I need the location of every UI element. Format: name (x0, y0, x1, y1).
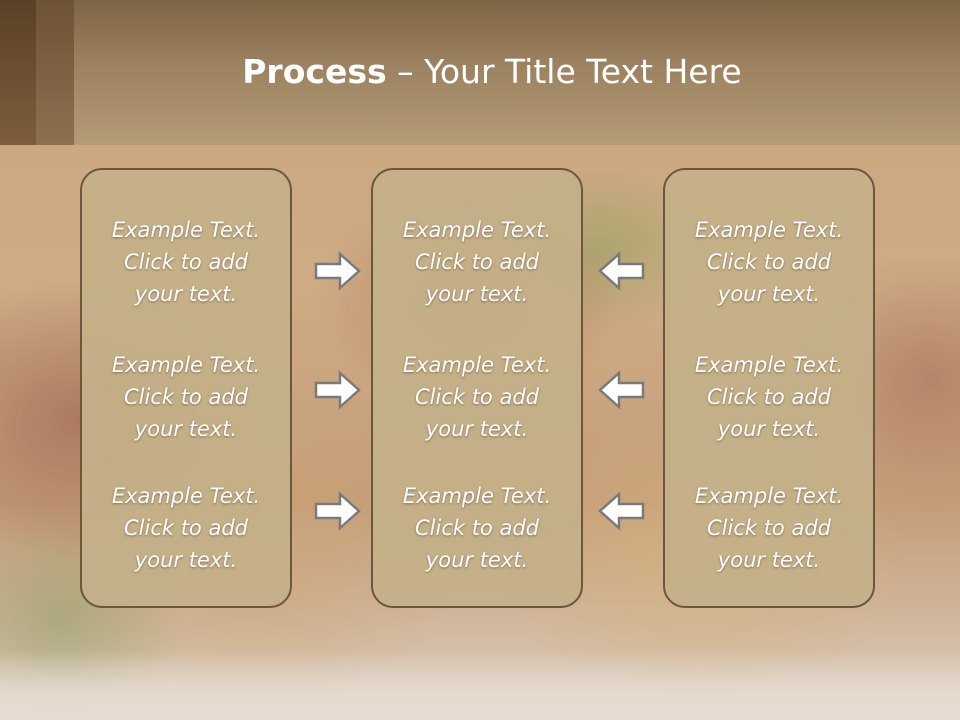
text-line: Click to add (706, 250, 831, 274)
process-box-right[interactable]: Example Text. Click to add your text. Ex… (663, 168, 875, 608)
arrow-left-icon[interactable] (597, 251, 645, 291)
text-line: your text. (425, 548, 529, 572)
arrow-right-icon[interactable] (314, 251, 362, 291)
header-accent-strip (36, 0, 74, 145)
text-line: Example Text. (694, 484, 844, 508)
arrow-right-icon[interactable] (314, 491, 362, 531)
text-block[interactable]: Example Text. Click to add your text. (373, 214, 581, 310)
text-block[interactable]: Example Text. Click to add your text. (665, 349, 873, 445)
process-box-left[interactable]: Example Text. Click to add your text. Ex… (80, 168, 292, 608)
text-line: Example Text. (402, 353, 552, 377)
title-bold: Process (242, 52, 387, 91)
text-block[interactable]: Example Text. Click to add your text. (82, 349, 290, 445)
text-line: Example Text. (111, 484, 261, 508)
text-line: your text. (134, 282, 238, 306)
text-line: your text. (134, 548, 238, 572)
text-block[interactable]: Example Text. Click to add your text. (373, 480, 581, 576)
text-line: Example Text. (402, 218, 552, 242)
text-line: Click to add (414, 250, 539, 274)
text-line: Example Text. (111, 218, 261, 242)
arrow-left-icon[interactable] (597, 370, 645, 410)
text-line: Example Text. (111, 353, 261, 377)
text-line: your text. (717, 417, 821, 441)
title-band (0, 0, 960, 145)
text-block[interactable]: Example Text. Click to add your text. (373, 349, 581, 445)
process-box-center[interactable]: Example Text. Click to add your text. Ex… (371, 168, 583, 608)
title-rest: – Your Title Text Here (386, 52, 742, 91)
text-line: Example Text. (694, 218, 844, 242)
slide-title[interactable]: Process – Your Title Text Here (0, 52, 960, 91)
text-line: Click to add (706, 516, 831, 540)
text-line: your text. (425, 282, 529, 306)
text-line: Click to add (706, 385, 831, 409)
text-block[interactable]: Example Text. Click to add your text. (82, 480, 290, 576)
arrow-right-icon[interactable] (314, 370, 362, 410)
text-line: your text. (425, 417, 529, 441)
text-block[interactable]: Example Text. Click to add your text. (665, 480, 873, 576)
text-line: Click to add (123, 250, 248, 274)
text-line: Click to add (414, 516, 539, 540)
text-line: Click to add (123, 516, 248, 540)
text-block[interactable]: Example Text. Click to add your text. (82, 214, 290, 310)
text-line: your text. (717, 282, 821, 306)
text-line: Example Text. (402, 484, 552, 508)
plate-edge (0, 650, 960, 720)
header-accent-strip (0, 0, 36, 145)
text-line: Click to add (123, 385, 248, 409)
text-line: your text. (717, 548, 821, 572)
text-line: your text. (134, 417, 238, 441)
arrow-left-icon[interactable] (597, 491, 645, 531)
text-line: Example Text. (694, 353, 844, 377)
text-block[interactable]: Example Text. Click to add your text. (665, 214, 873, 310)
text-line: Click to add (414, 385, 539, 409)
